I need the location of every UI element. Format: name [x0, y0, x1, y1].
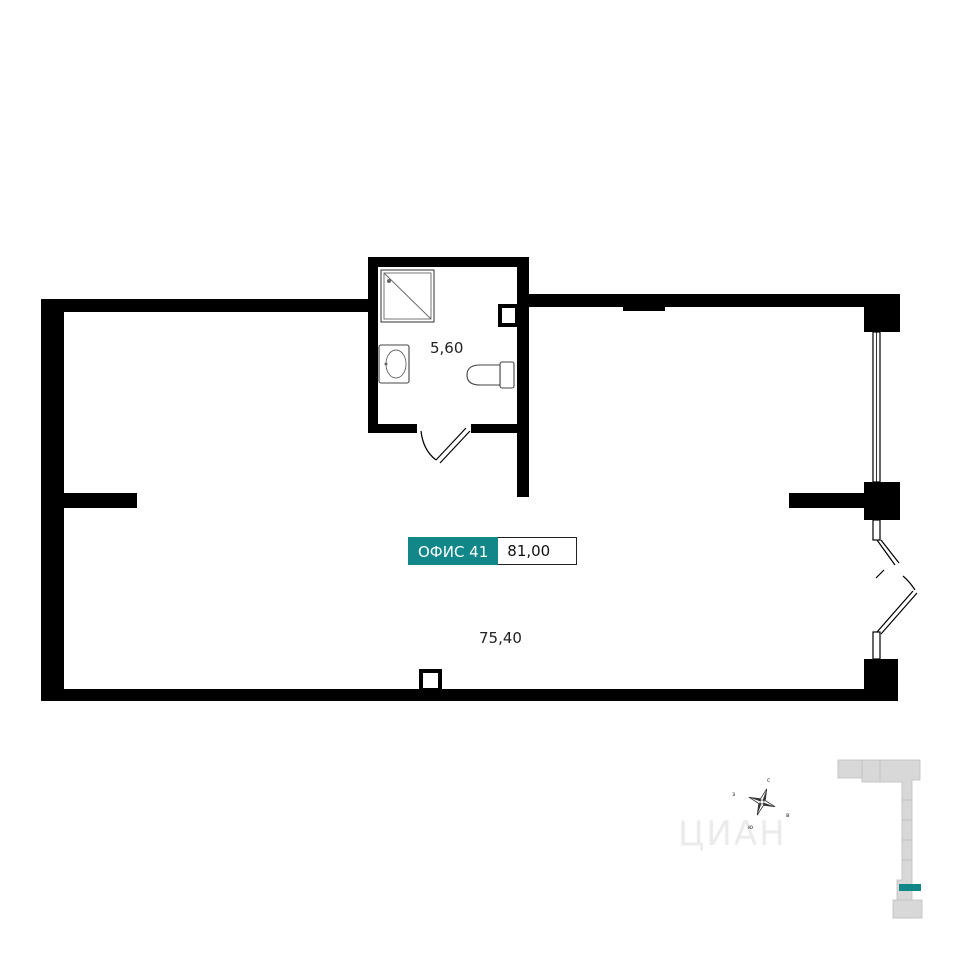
watermark: ЦИАН	[678, 814, 787, 854]
window-right	[872, 331, 881, 660]
key-plan-highlight	[899, 884, 921, 891]
unit-label: ОФИС 41 81,00	[408, 537, 578, 565]
toilet-icon	[466, 361, 515, 389]
pier-bottom-right	[864, 659, 898, 701]
wall-partition-right	[789, 493, 864, 508]
bathroom-wall-top	[368, 257, 529, 267]
wall-top-left	[41, 299, 371, 312]
bathroom-area: 5,60	[430, 339, 463, 357]
shaft-bottom	[419, 669, 442, 692]
wall-bottom	[41, 689, 898, 701]
bathroom-wall-bottom-right	[471, 424, 529, 433]
wall-top-right	[517, 294, 875, 307]
bathroom-wall-right	[517, 257, 529, 497]
wall-partition-left	[64, 493, 137, 508]
door-swing-icon	[420, 427, 471, 464]
shaft-bathroom	[498, 304, 519, 327]
unit-total-area: 81,00	[498, 537, 578, 565]
compass-north: с	[767, 777, 770, 784]
sink-icon	[378, 344, 410, 384]
unit-name: ОФИС 41	[408, 537, 499, 565]
pier-middle-right	[864, 482, 900, 520]
shower-icon	[380, 269, 435, 323]
compass-south: ю	[748, 824, 753, 831]
compass-icon: с в ю з	[732, 777, 790, 831]
wall-top-column	[623, 303, 665, 311]
bathroom-wall-left	[368, 257, 378, 433]
key-plan	[837, 759, 923, 919]
bathroom-wall-bottom-left	[368, 424, 417, 433]
pier-top-right	[864, 294, 900, 332]
office-area: 75,40	[479, 629, 522, 647]
walls	[41, 257, 900, 701]
wall-left	[41, 299, 64, 701]
compass-east: в	[786, 812, 790, 819]
watermark-text: ЦИАН	[678, 814, 787, 854]
compass-west: з	[732, 791, 735, 798]
entrance-door-icon	[875, 539, 918, 635]
